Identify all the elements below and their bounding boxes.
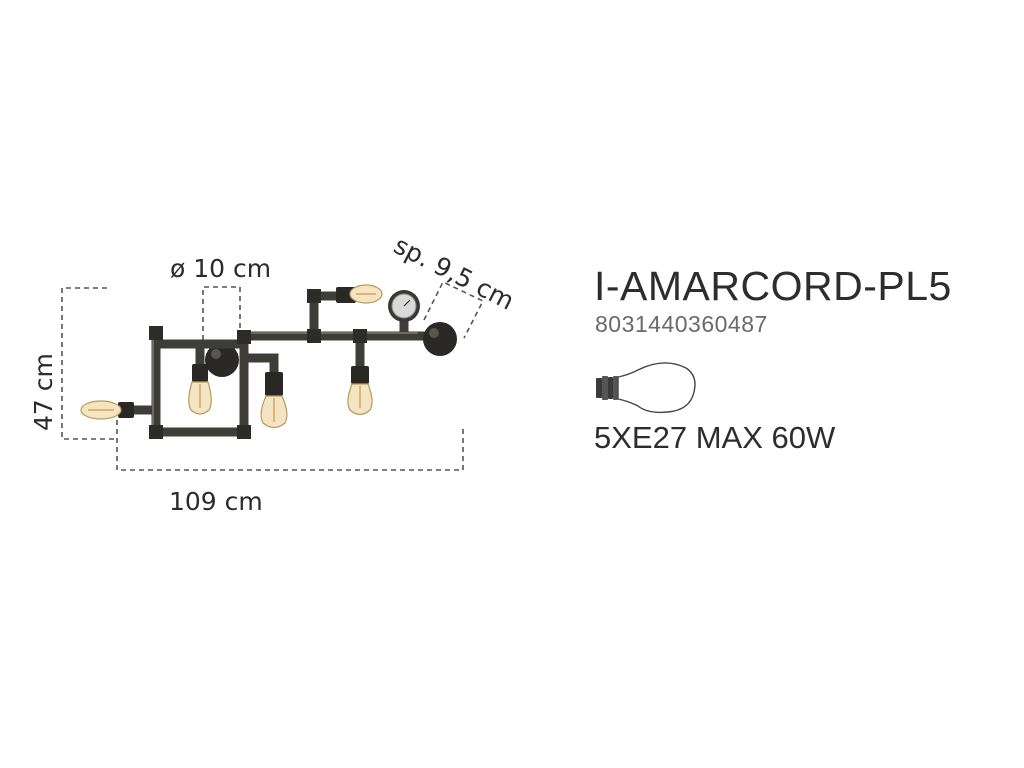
- light-bulb-icon: [594, 360, 696, 416]
- width-guide: [116, 420, 464, 471]
- right-rosette: [423, 322, 457, 356]
- product-name: I-AMARCORD-PL5: [594, 263, 952, 309]
- bulb-inner-left: [188, 364, 212, 415]
- diameter-guide: [202, 286, 241, 340]
- height-label: 47 cm: [29, 353, 58, 431]
- dimension-guides: [61, 280, 485, 471]
- width-label: 109 cm: [169, 487, 263, 516]
- product-barcode-number: 8031440360487: [595, 311, 768, 337]
- gauge-icon: [388, 290, 420, 322]
- diameter-label: ø 10 cm: [170, 254, 271, 283]
- bulb-middle: [260, 372, 288, 429]
- bulb-specification: 5XE27 MAX 60W: [594, 420, 836, 455]
- lamp-drawing: [80, 284, 457, 439]
- bulb-left: [80, 400, 134, 420]
- depth-guide: [423, 280, 485, 339]
- bulb-right: [347, 366, 373, 416]
- height-guide: [61, 287, 118, 440]
- bulb-top: [336, 284, 383, 304]
